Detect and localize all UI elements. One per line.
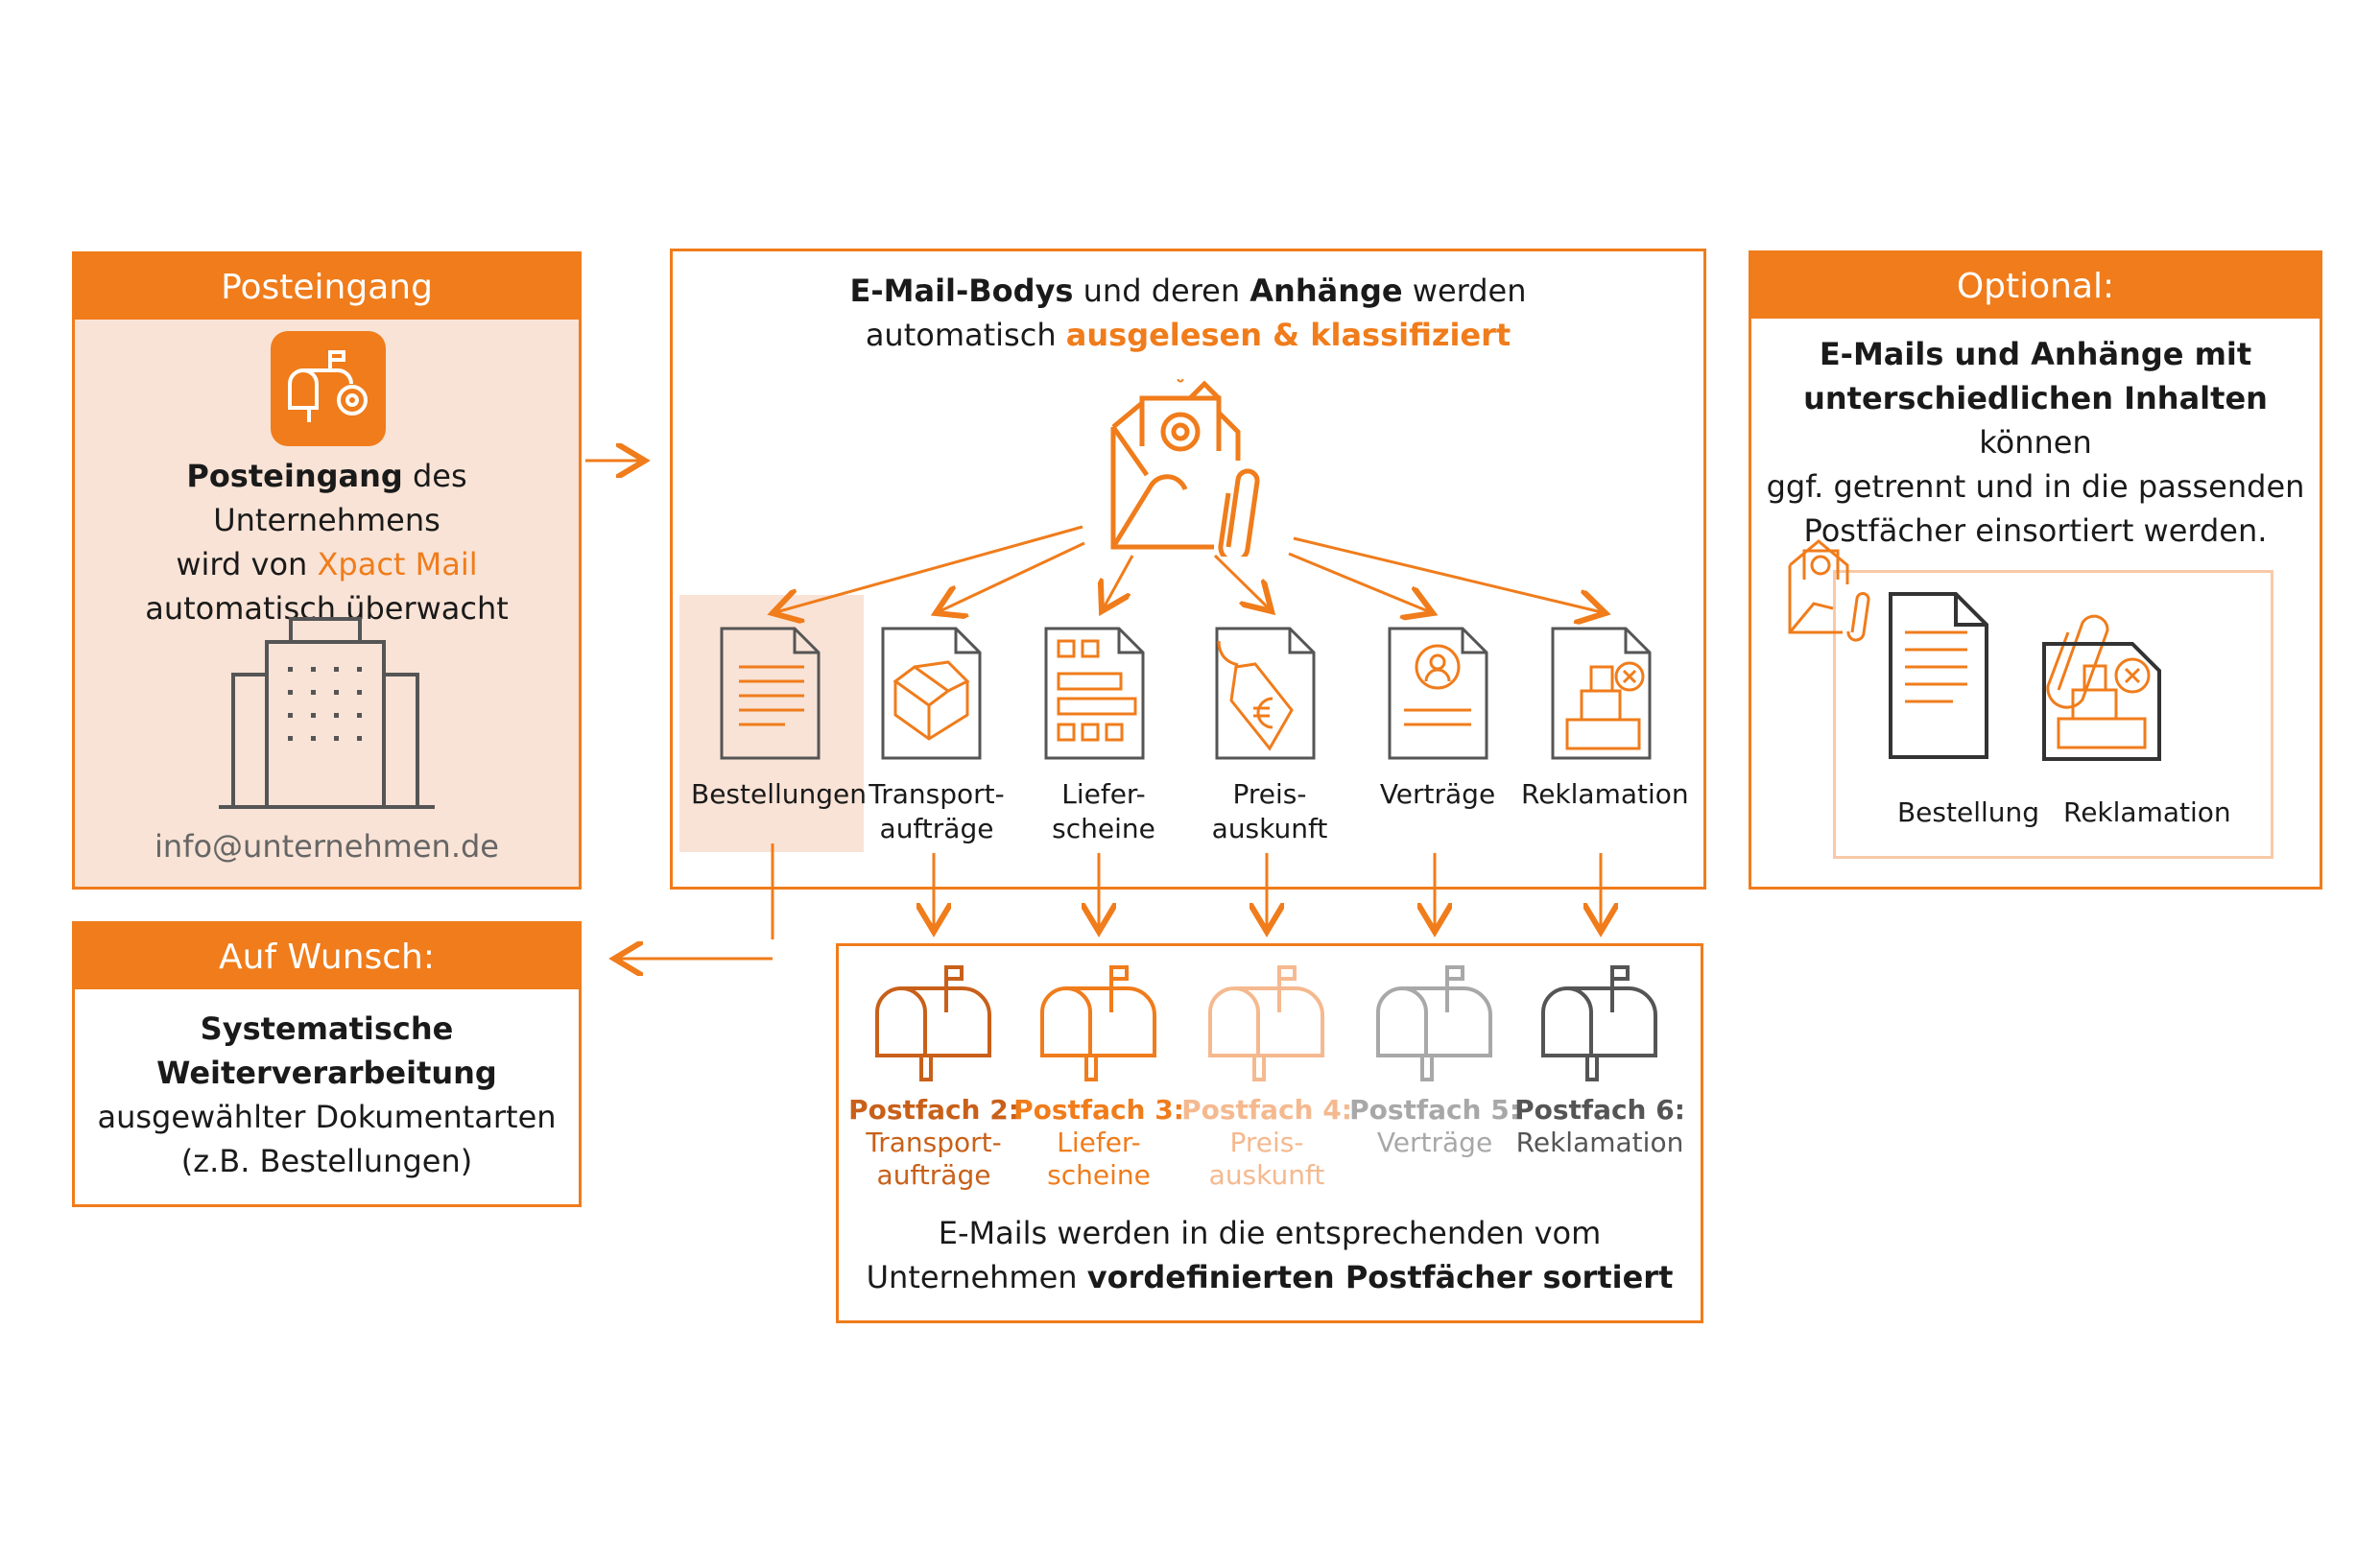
title-bold-1: E-Mail-Bodys	[849, 273, 1074, 309]
mailbox-title: Postfach 2:	[848, 1094, 1019, 1126]
on-request-line-4: (z.B. Bestellungen)	[180, 1143, 473, 1179]
footer-bold: vordefinierten Postfächer sortiert	[1086, 1259, 1674, 1295]
mailbox-label: Postfach 4:Preis-auskunft	[1180, 1094, 1353, 1192]
optional-text-2: ggf. getrennt und in die passenden	[1766, 468, 2305, 505]
mailboxes-panel	[836, 943, 1703, 1323]
category-label: auskunft	[1211, 813, 1328, 844]
mailbox-title: Postfach 5:	[1349, 1094, 1520, 1126]
category-label: aufträge	[879, 813, 994, 844]
mailbox-label: Postfach 5:Verträge	[1348, 1094, 1521, 1159]
doc-bestellung-icon	[1889, 592, 1988, 759]
mailboxes-footer: E-Mails werden in die entsprechenden vom…	[836, 1211, 1703, 1299]
optional-text-1: können	[1979, 424, 2092, 461]
doc-reklamation-large-icon	[2042, 642, 2161, 761]
optional-bold-1: E-Mails und Anhänge mit	[1819, 336, 2252, 372]
mailbox-gear-icon	[271, 331, 386, 446]
mailbox-category: Verträge	[1376, 1127, 1493, 1158]
mailbox-label: Postfach 3:Liefer-scheine	[1012, 1094, 1185, 1192]
connector-arrows	[585, 441, 773, 979]
mailbox-title: Postfach 6:	[1514, 1094, 1685, 1126]
mailbox-category: scheine	[1047, 1159, 1151, 1191]
mailbox-icon	[1541, 965, 1657, 1081]
mailbox-category: aufträge	[876, 1159, 991, 1191]
classification-arrows	[670, 525, 1706, 939]
on-request-header: Auf Wunsch:	[75, 924, 579, 989]
office-building-icon	[219, 617, 435, 809]
mailbox-icon	[1208, 965, 1324, 1081]
category-lieferscheine: Liefer-scheine	[1022, 777, 1185, 846]
document-icons	[720, 627, 1652, 760]
optional-frame	[1833, 570, 2273, 859]
doc-lieferschein-icon	[1044, 627, 1145, 760]
optional-doc-reklamation: Reklamation	[2063, 796, 2231, 828]
on-request-text: Systematische Weiterverarbeitung ausgewä…	[75, 1007, 579, 1183]
mailbox-title: Postfach 4:	[1181, 1094, 1352, 1126]
footer-line-2: Unternehmen	[866, 1259, 1087, 1295]
doc-transport-icon	[881, 627, 982, 760]
mailbox-icon	[1376, 965, 1492, 1081]
optional-header: Optional:	[1751, 253, 2320, 319]
email-attachment-icon	[1110, 379, 1260, 557]
doc-bestellungen-icon	[720, 627, 821, 760]
on-request-panel: Auf Wunsch: Systematische Weiterverarbei…	[72, 921, 582, 1207]
category-label: Transport-	[869, 778, 1005, 810]
inbox-text-2: wird von	[176, 546, 318, 582]
classification-panel	[670, 249, 1706, 890]
category-preisauskunft: Preis-auskunft	[1188, 777, 1351, 846]
category-label: Verträge	[1379, 778, 1496, 810]
classification-title: E-Mail-Bodys und deren Anhänge werden au…	[670, 269, 1706, 357]
optional-doc-bestellung: Bestellung	[1896, 796, 2040, 828]
category-label: Liefer-	[1061, 778, 1146, 810]
mailbox-label: Postfach 6:Reklamation	[1513, 1094, 1686, 1159]
title-text-4: automatisch	[865, 317, 1066, 353]
optional-text: E-Mails und Anhänge mit unterschiedliche…	[1751, 332, 2320, 553]
title-highlight: ausgelesen & klassifiziert	[1065, 317, 1511, 353]
doc-vertrag-icon	[1388, 627, 1488, 760]
category-label: Reklamation	[1521, 778, 1689, 810]
mailbox-category: auskunft	[1208, 1159, 1325, 1191]
mailbox-category: Transport-	[866, 1127, 1002, 1158]
mailbox-label: Postfach 2:Transport-aufträge	[847, 1094, 1020, 1192]
mailbox-icon	[875, 965, 991, 1081]
category-label: scheine	[1052, 813, 1155, 844]
title-text-3: werden	[1402, 273, 1527, 309]
inbox-header: Posteingang	[75, 254, 579, 320]
category-label: Preis-	[1232, 778, 1307, 810]
inbox-text-bold: Posteingang	[186, 458, 403, 494]
paperclip-icon	[2046, 614, 2109, 709]
company-email: info@unternehmen.de	[155, 828, 499, 865]
mailbox-category: Preis-	[1229, 1127, 1304, 1158]
on-request-line-3: ausgewählter Dokumentarten	[97, 1099, 557, 1135]
category-reklamation: Reklamation	[1521, 777, 1689, 812]
title-text-1: und deren	[1073, 273, 1250, 309]
optional-panel: Optional: E-Mails und Anhänge mit unters…	[1749, 250, 2322, 890]
doc-reklamation-icon	[1551, 627, 1652, 760]
brand-name: Xpact Mail	[317, 546, 478, 582]
optional-icons	[1788, 539, 2161, 761]
on-request-line-1: Systematische	[200, 1010, 454, 1047]
category-transport: Transport-aufträge	[855, 777, 1018, 846]
category-vertraege: Verträge	[1356, 777, 1519, 812]
doc-preis-icon	[1215, 627, 1316, 760]
mailbox-icon	[1040, 965, 1156, 1081]
inbox-text-1: des Unternehmens	[213, 458, 467, 538]
mailbox-category: Liefer-	[1057, 1127, 1141, 1158]
small-email-icon	[1788, 539, 1849, 634]
category-bestellungen: Bestellungen	[691, 777, 867, 812]
optional-text-3: Postfächer einsortiert werden.	[1803, 512, 2268, 549]
inbox-description: Posteingang des Unternehmens wird von Xp…	[75, 454, 579, 630]
mailbox-title: Postfach 3:	[1013, 1094, 1184, 1126]
inbox-panel: Posteingang Posteingang des Unternehmens…	[72, 251, 582, 890]
on-request-line-2: Weiterverarbeitung	[156, 1055, 497, 1091]
title-bold-2: Anhänge	[1250, 273, 1403, 309]
optional-bold-2: unterschiedlichen Inhalten	[1803, 380, 2268, 416]
category-label: Bestellungen	[691, 778, 868, 810]
footer-line-1: E-Mails werden in die entsprechenden vom	[938, 1215, 1602, 1251]
mailbox-category: Reklamation	[1515, 1127, 1684, 1158]
